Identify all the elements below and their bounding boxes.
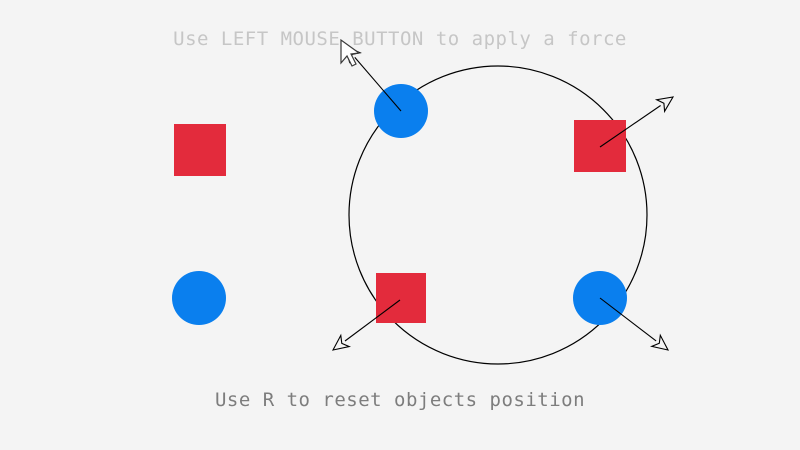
body-circle-left[interactable] (172, 271, 226, 325)
force-vector-square-bottom-center (331, 299, 401, 351)
force-vector-square-top-right (599, 96, 675, 148)
mouse-cursor-icon (340, 38, 361, 67)
force-vector-circle-bottom-right (599, 297, 670, 351)
body-square-top-right[interactable] (574, 120, 626, 172)
body-square-left[interactable] (174, 124, 226, 176)
constraint-circle (348, 65, 648, 365)
force-vector-circle-top (344, 45, 402, 112)
body-square-bottom-center[interactable] (376, 273, 426, 323)
